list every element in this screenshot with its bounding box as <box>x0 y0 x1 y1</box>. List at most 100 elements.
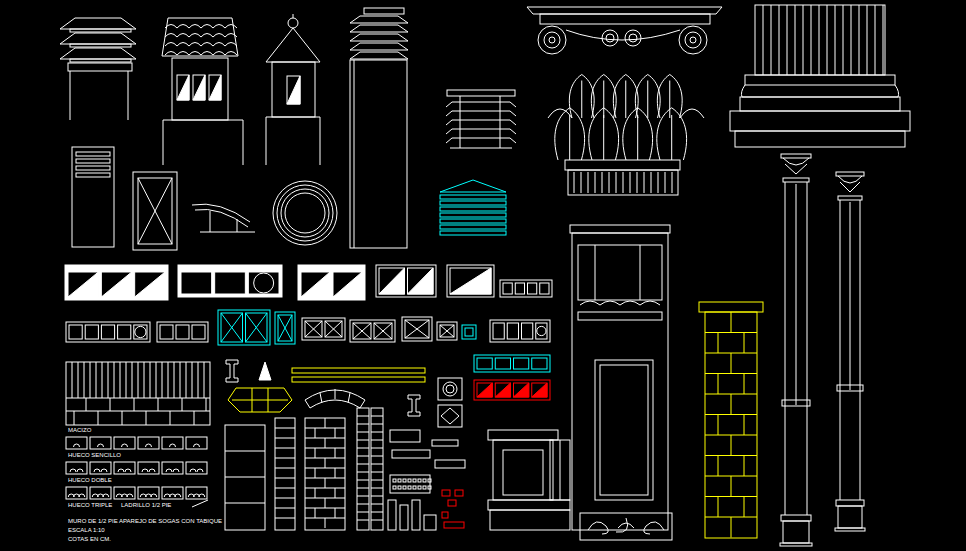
drawing-path <box>623 108 653 160</box>
cylinder-chimney <box>350 8 408 248</box>
window-unit <box>490 320 550 342</box>
drawing-path <box>68 272 98 297</box>
drawing-line <box>588 172 589 193</box>
drawing-line <box>644 172 645 193</box>
drawing-path <box>213 43 225 47</box>
window-unit <box>447 265 494 297</box>
drawing-line <box>357 504 369 505</box>
drawing-line <box>192 362 193 398</box>
drawing-line <box>658 172 659 193</box>
drawing-path <box>165 25 177 29</box>
drawing-circle <box>549 37 555 43</box>
drawing-path <box>173 469 179 472</box>
outline-rect <box>408 479 411 482</box>
outline-rect <box>398 486 401 489</box>
outline-rect <box>181 272 212 294</box>
outline-rect <box>76 166 110 170</box>
drawing-line <box>315 448 316 458</box>
drawing-line <box>357 416 369 417</box>
drawing-line <box>787 5 788 75</box>
window-unit <box>474 380 550 400</box>
drawing-line <box>827 5 828 75</box>
outline-rect <box>68 63 132 71</box>
outline-rect <box>450 268 491 294</box>
drawing-line <box>602 172 603 193</box>
drawing-line <box>795 5 796 75</box>
outline-rect <box>507 323 518 339</box>
drawing-path <box>226 360 238 382</box>
outline-rect <box>302 318 345 340</box>
drawing-line <box>651 172 652 193</box>
drawing-path <box>190 469 196 472</box>
outline-rect <box>287 76 300 104</box>
drawing-line <box>278 315 292 341</box>
window-unit <box>474 355 550 372</box>
drawing-line <box>315 508 316 518</box>
outline-rect <box>398 479 401 482</box>
vent <box>440 180 506 235</box>
window-unit <box>402 317 432 341</box>
outline-rect <box>595 360 653 500</box>
drawing-line <box>609 172 610 193</box>
drawing-line <box>335 448 336 458</box>
outline-rect <box>440 213 506 217</box>
drawing-line <box>785 182 786 515</box>
outline-rect <box>408 486 411 489</box>
outline-rect <box>448 500 456 506</box>
drawing-line <box>850 202 851 390</box>
outline-rect <box>514 358 529 369</box>
outline-rect <box>70 59 131 62</box>
outline-rect <box>90 437 111 449</box>
drawing-path <box>350 52 408 59</box>
drawing-path <box>580 301 660 305</box>
window-unit <box>298 265 365 300</box>
drawing-line <box>510 129 516 134</box>
drawing-path <box>177 75 189 100</box>
drawing-line <box>744 374 745 395</box>
outline-rect <box>418 486 421 489</box>
window-unit <box>462 325 476 339</box>
drawing-path <box>213 34 225 38</box>
outline-rect <box>379 268 405 294</box>
outline-rect <box>735 131 905 147</box>
drawing-line <box>718 374 719 395</box>
drawing-path <box>225 52 237 56</box>
outline-rect <box>101 272 131 297</box>
drawing-line <box>371 448 383 449</box>
drawing-line <box>357 424 369 425</box>
drawing-line <box>440 325 454 337</box>
drawing-path <box>189 52 201 56</box>
outline-rect <box>162 462 183 474</box>
drawing-line <box>98 411 99 425</box>
outline-rect <box>493 323 504 339</box>
drawing-line <box>452 120 510 121</box>
outline-rect <box>390 475 430 493</box>
outline-rect <box>66 462 87 474</box>
outline-rect <box>138 178 172 244</box>
drawing-circle <box>281 189 329 237</box>
drawing-circle <box>285 193 325 233</box>
drawing-line <box>275 468 295 469</box>
drawing-line <box>357 480 369 481</box>
outline-rect <box>477 358 492 369</box>
drawing-circle <box>685 32 701 48</box>
drawing-note: HUECO TRIPLE <box>67 502 113 509</box>
outline-rect <box>783 178 809 182</box>
outline-rect <box>390 430 420 442</box>
drawing-line <box>128 71 129 120</box>
drawing-path <box>103 494 109 497</box>
drawing-path <box>408 395 420 416</box>
drawing-line <box>84 362 85 398</box>
outline-rect <box>532 358 547 369</box>
brick-pillar <box>699 302 763 538</box>
drawing-line <box>320 393 322 403</box>
drawing-line <box>500 96 501 148</box>
drawing-line <box>335 428 336 438</box>
outline-rect <box>423 479 426 482</box>
outline-rect <box>413 486 416 489</box>
outline-rect <box>65 265 168 300</box>
drawing-line <box>595 172 596 193</box>
drawing-line <box>168 362 169 398</box>
drawing-line <box>210 211 211 232</box>
chimney-cap <box>60 18 136 120</box>
